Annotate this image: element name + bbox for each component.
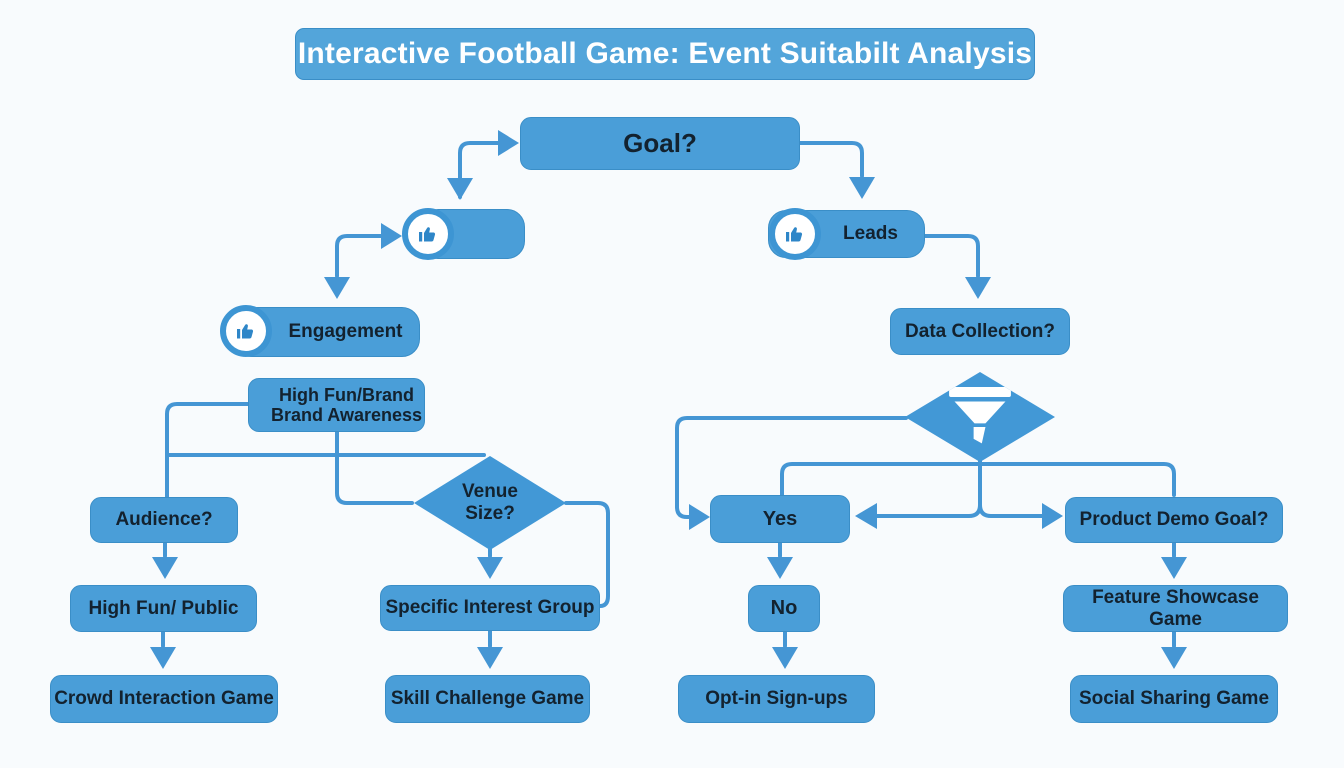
node-feature-showcase-game: Feature Showcase Game bbox=[1063, 585, 1288, 632]
edge-leads-to-datacollection bbox=[923, 234, 991, 299]
node-audience: Audience? bbox=[90, 497, 238, 543]
node-product-demo-goal-label: Product Demo Goal? bbox=[1079, 509, 1269, 531]
node-venue-size-line1: Venue bbox=[462, 481, 518, 503]
edge-brand-to-audience bbox=[165, 402, 486, 499]
edge-brand-to-venue bbox=[335, 430, 414, 505]
edge-audience-to-public bbox=[152, 541, 178, 579]
edge-funnel-left-to-yes bbox=[675, 416, 908, 530]
edge-feature-to-social bbox=[1161, 630, 1187, 669]
node-no-label: No bbox=[770, 597, 798, 620]
edge-venue-to-sig bbox=[477, 547, 503, 579]
edge-goal-to-leads bbox=[798, 141, 875, 199]
funnel-icon bbox=[949, 387, 1011, 444]
node-feature-showcase-game-label: Feature Showcase Game bbox=[1092, 587, 1259, 630]
node-yes: Yes bbox=[710, 495, 850, 543]
node-goal-label: Goal? bbox=[623, 127, 697, 158]
title-banner: Interactive Football Game: Event Suitabi… bbox=[295, 28, 1035, 80]
node-high-fun-brand-line1: High Fun/Brand bbox=[279, 384, 414, 405]
node-yes-label: Yes bbox=[762, 507, 798, 530]
edge-goal-left bbox=[447, 130, 519, 200]
node-venue-size-line2: Size? bbox=[465, 503, 515, 524]
node-data-collection-label: Data Collection? bbox=[905, 320, 1055, 342]
node-goal: Goal? bbox=[520, 117, 800, 170]
edge-public-to-crowd bbox=[150, 630, 176, 669]
node-high-fun-public-label: High Fun/ Public bbox=[88, 597, 239, 619]
thumbs-up-icon bbox=[402, 208, 454, 260]
node-specific-interest-group-label: Specific Interest Group bbox=[385, 597, 595, 619]
node-leads-label: Leads bbox=[843, 223, 898, 245]
node-social-sharing-game: Social Sharing Game bbox=[1070, 675, 1278, 723]
edge-venue-right-loop bbox=[564, 501, 610, 608]
node-opt-in-sign-ups: Opt-in Sign-ups bbox=[678, 675, 875, 723]
node-product-demo-goal: Product Demo Goal? bbox=[1065, 497, 1283, 543]
node-engagement-label: Engagement bbox=[288, 321, 403, 343]
node-social-sharing-game-label: Social Sharing Game bbox=[1078, 688, 1270, 710]
node-high-fun-brand: High Fun/Brand Brand Awareness bbox=[248, 378, 425, 432]
node-no: No bbox=[748, 585, 820, 632]
edge-product-to-feature bbox=[1161, 541, 1187, 579]
thumbs-up-icon bbox=[220, 305, 272, 357]
node-audience-label: Audience? bbox=[115, 509, 213, 531]
node-high-fun-brand-line2: Brand Awareness bbox=[270, 405, 423, 425]
edge-sig-to-skill bbox=[477, 629, 503, 669]
node-skill-challenge-game-label: Skill Challenge Game bbox=[390, 688, 585, 710]
node-opt-in-sign-ups-label: Opt-in Sign-ups bbox=[705, 688, 848, 710]
edge-no-to-optin bbox=[772, 630, 798, 669]
edge-yes-to-no bbox=[767, 541, 793, 579]
node-skill-challenge-game: Skill Challenge Game bbox=[385, 675, 590, 723]
thumbs-up-icon bbox=[769, 208, 821, 260]
edge-funnel-split bbox=[780, 459, 1176, 529]
edge-blank-to-engagement bbox=[324, 223, 402, 299]
node-data-collection: Data Collection? bbox=[890, 308, 1070, 355]
node-crowd-interaction-game-label: Crowd Interaction Game bbox=[54, 688, 274, 710]
node-specific-interest-group: Specific Interest Group bbox=[380, 585, 600, 631]
node-crowd-interaction-game: Crowd Interaction Game bbox=[50, 675, 278, 723]
node-high-fun-public: High Fun/ Public bbox=[70, 585, 257, 632]
page-title: Interactive Football Game: Event Suitabi… bbox=[297, 37, 1033, 70]
